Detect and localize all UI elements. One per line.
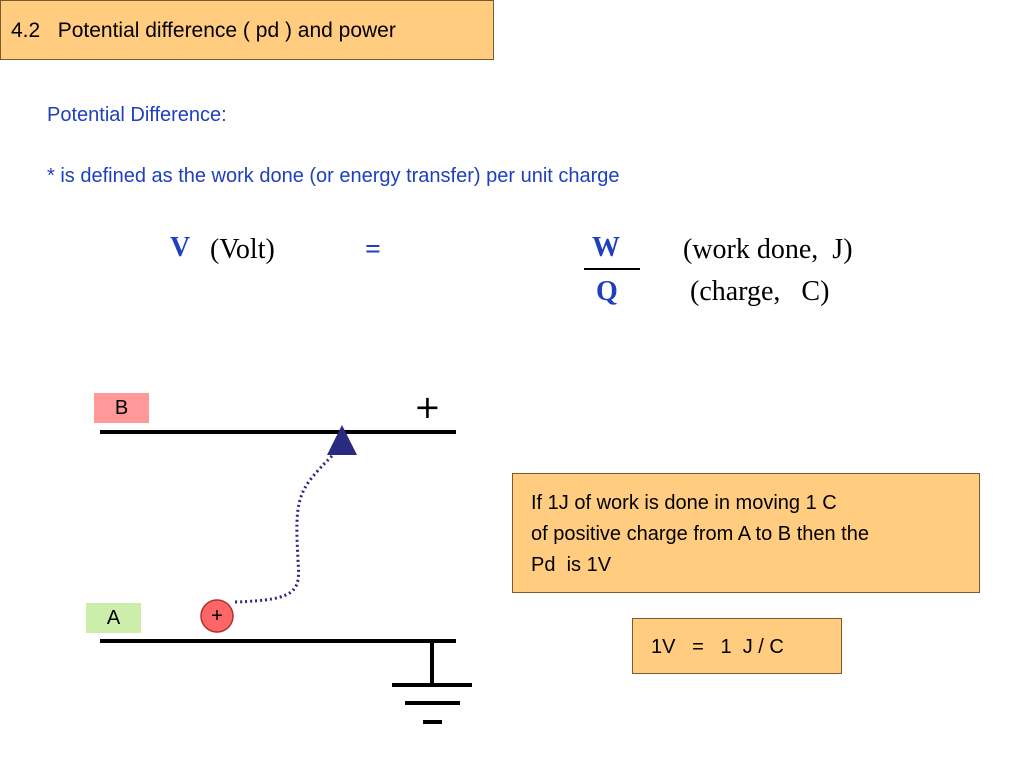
- formula-v-symbol: V: [170, 232, 191, 263]
- definition-text: * is defined as the work done (or energy…: [47, 165, 620, 187]
- section-heading: Potential Difference:: [47, 104, 227, 126]
- plate-a-label: A: [86, 603, 141, 633]
- formula-denominator-note: (charge, C): [690, 276, 830, 307]
- explanation-line-3: Pd is 1V: [531, 554, 612, 576]
- formula-numerator: W: [592, 232, 620, 263]
- charge-path-arrow: [234, 425, 357, 604]
- positive-terminal-sign: +: [414, 388, 441, 426]
- charge-symbol: +: [211, 605, 223, 627]
- formula-denominator: Q: [596, 276, 618, 307]
- formula-equals: =: [365, 234, 381, 265]
- positive-charge: [200, 599, 234, 633]
- explanation-line-2: of positive charge from A to B then the: [531, 523, 869, 545]
- formula-v-unit: (Volt): [210, 234, 275, 265]
- formula-numerator-note: (work done, J): [683, 234, 853, 265]
- plate-b-label: B: [94, 393, 149, 423]
- explanation-line-1: If 1J of work is done in moving 1 C: [531, 492, 837, 514]
- explanation-box: If 1J of work is done in moving 1 C of p…: [512, 473, 980, 593]
- slide-title: 4.2 Potential difference ( pd ) and powe…: [0, 0, 494, 60]
- fraction-bar: [584, 268, 640, 270]
- unit-equation-box: 1V = 1 J / C: [632, 618, 842, 674]
